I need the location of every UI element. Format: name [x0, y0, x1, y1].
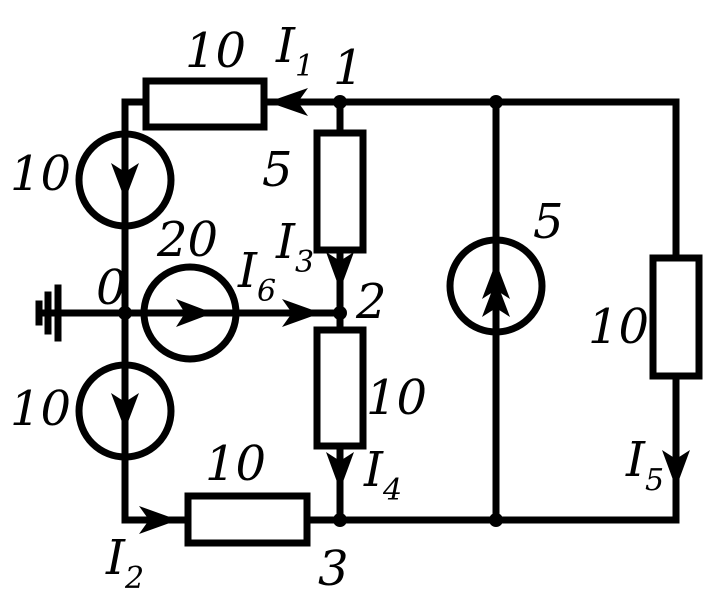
junction-node-3: [333, 513, 347, 527]
arrow-i1-icon: [268, 88, 308, 116]
current-source-left-bottom: [75, 361, 175, 461]
arrow-i5-icon: [662, 450, 690, 488]
resistor-2-3: [313, 326, 367, 450]
source-left-top-value: 10: [10, 146, 71, 202]
resistor-top: [142, 77, 268, 131]
current-label-i1: I1: [275, 18, 314, 84]
source-center-value: 5: [533, 194, 564, 250]
current-source-left-top: [75, 130, 175, 230]
arrow-i3-icon: [326, 252, 354, 290]
node-label-1: 1: [333, 40, 364, 96]
resistor-bottom-value: 10: [205, 436, 266, 492]
node-label-3: 3: [318, 541, 349, 597]
junction-node-0: [118, 306, 132, 320]
resistor-right-value: 10: [588, 299, 649, 355]
resistor-1-2: [313, 129, 367, 254]
current-label-i4: I4: [363, 442, 402, 508]
resistor-bottom: [184, 492, 311, 547]
current-source-center: [446, 236, 546, 336]
junction-top-center: [489, 95, 503, 109]
arrow-i4-icon: [326, 452, 354, 490]
resistor-right: [649, 254, 703, 380]
arrow-i6-icon: [282, 299, 321, 327]
node-label-2: 2: [355, 274, 387, 330]
junction-bottom-center: [489, 513, 503, 527]
junction-node-2: [333, 306, 347, 320]
resistor-1-2-value: 5: [262, 142, 293, 198]
current-label-i5: I5: [625, 432, 664, 498]
current-source-middle: [140, 263, 240, 363]
source-left-bottom-value: 10: [10, 381, 71, 437]
node-label-0: 0: [96, 260, 127, 316]
resistor-2-3-value: 10: [366, 370, 427, 426]
junction-node-1: [333, 95, 347, 109]
current-label-i6: I6: [237, 243, 276, 309]
resistor-top-value: 10: [185, 23, 246, 79]
current-label-i3: I3: [275, 214, 314, 280]
arrow-i2-icon: [139, 506, 178, 534]
ground-icon: [35, 284, 62, 342]
current-label-i2: I2: [105, 530, 144, 596]
source-middle-value: 20: [156, 212, 218, 268]
